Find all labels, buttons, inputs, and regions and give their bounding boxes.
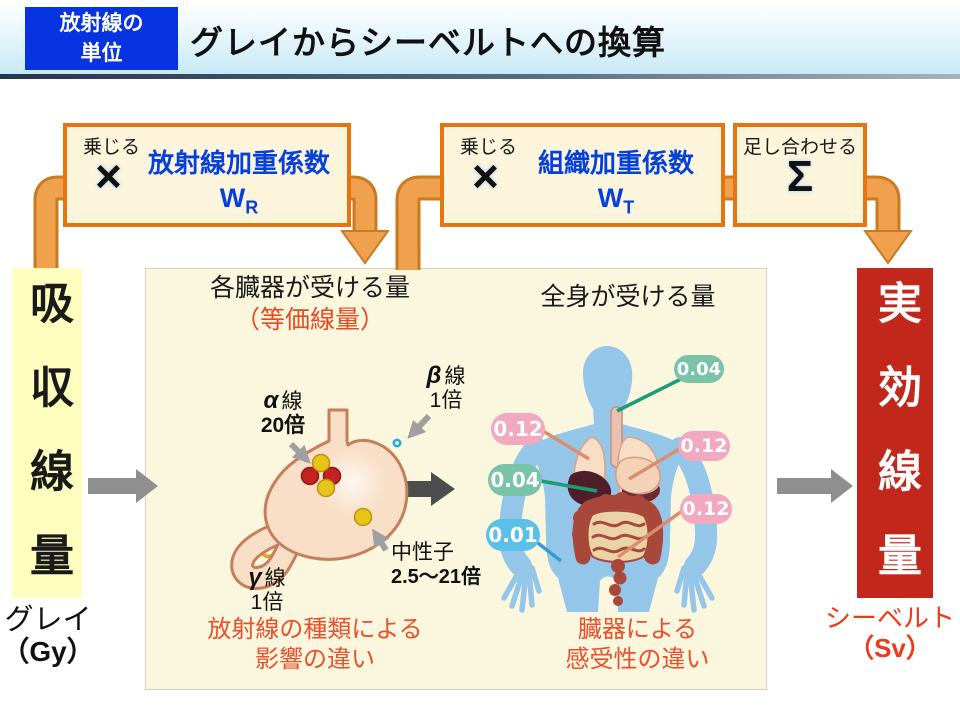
- unit-tag-line2: 単位: [80, 41, 123, 65]
- arrow-gy-to-panel: [88, 469, 158, 503]
- sum-note: 足し合わせる: [742, 137, 857, 158]
- wt-variable: WT: [597, 183, 635, 218]
- radiation-type-caption: 放射線の種類による 影響の違い: [207, 616, 423, 673]
- weight-badge-thyroid: 0.04: [674, 355, 724, 383]
- beta-factor: 1倍: [429, 389, 463, 412]
- unit-category-tag: 放射線の 単位: [25, 7, 178, 70]
- multiply-icon: ×: [95, 150, 122, 202]
- alpha-particle: [300, 453, 342, 498]
- absorbed-dose-box: 吸収線量: [12, 268, 82, 616]
- gamma-factor: 1倍: [250, 591, 284, 614]
- whole-body-dose-title: 全身が受ける量: [540, 283, 716, 311]
- radiation-weighting-title: 放射線加重係数: [147, 148, 330, 178]
- weight-badge-skin: 0.01: [486, 519, 540, 551]
- header-divider: [0, 74, 960, 79]
- stomach-illustration: [230, 408, 432, 590]
- summation-box: 足し合わせる Σ: [733, 123, 867, 227]
- equivalent-dose-subtitle: （等価線量）: [234, 306, 385, 334]
- organ-dose-title: 各臓器が受ける量: [209, 274, 410, 302]
- sigma-icon: Σ: [786, 152, 814, 201]
- organ-sensitivity-caption: 臓器による 感受性の違い: [565, 616, 710, 673]
- effective-dose-label: 実効線量: [871, 280, 920, 616]
- multiply-note: 乗じる: [83, 137, 141, 158]
- alpha-factor: 20倍: [260, 414, 306, 437]
- multiply-note: 乗じる: [460, 137, 518, 158]
- wr-variable: WR: [219, 183, 259, 218]
- weight-badge-colon: 0.12: [680, 494, 732, 524]
- sievert-reading: シーベルト: [824, 603, 955, 633]
- absorbed-dose-label: 吸収線量: [23, 280, 72, 616]
- beta-particle: [392, 438, 402, 448]
- weight-badge-liver: 0.04: [488, 464, 542, 496]
- weight-badge-lung: 0.12: [491, 413, 545, 445]
- weight-leader-lines: [532, 377, 684, 563]
- neutron-label: 中性子: [391, 541, 454, 564]
- unit-tag-line1: 放射線の: [59, 12, 144, 36]
- neutron-factor: 2.5～21倍: [391, 566, 482, 588]
- page-title: グレイからシーベルトへの換算: [190, 24, 666, 61]
- sievert-symbol: （Sv）: [848, 633, 932, 663]
- tissue-weighting-title: 組織加重係数: [537, 148, 694, 178]
- weight-badge-stomach: 0.12: [678, 431, 730, 461]
- radiation-weighting-box: 乗じる × 放射線加重係数 WR: [63, 123, 351, 227]
- neutron-particle: [353, 507, 373, 527]
- tissue-weighting-box: 乗じる × 組織加重係数 WT: [440, 123, 725, 227]
- arrow-panel-to-sv: [777, 469, 853, 503]
- arrow-organ-to-body: [404, 472, 455, 506]
- body-illustration: [498, 346, 718, 613]
- gray-reading: グレイ: [4, 604, 92, 636]
- gray-symbol: （Gy）: [1, 636, 95, 667]
- multiply-icon: ×: [472, 150, 499, 202]
- effective-dose-box: 実効線量: [857, 268, 933, 616]
